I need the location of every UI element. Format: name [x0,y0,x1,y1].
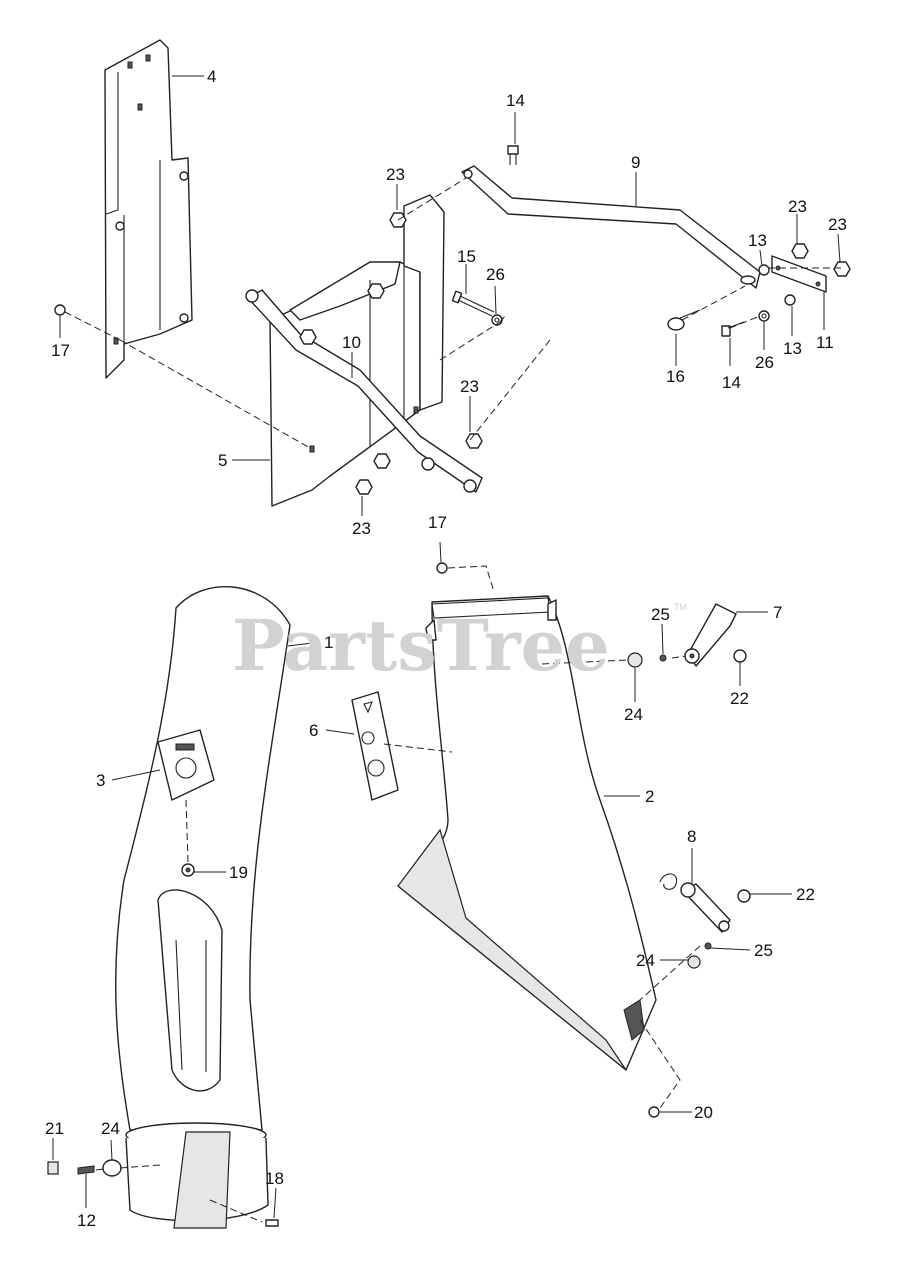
callout-26[interactable]: 26 [755,353,774,372]
callout-16[interactable]: 16 [666,367,685,386]
callout-13[interactable]: 13 [748,231,767,250]
callout-23[interactable]: 23 [828,215,847,234]
part-11-plate[interactable] [771,255,827,293]
part-12-pin[interactable] [77,1165,95,1175]
part-15-bolt[interactable] [451,290,495,317]
callout-2[interactable]: 2 [645,787,654,806]
part-24-washers-deflector[interactable] [627,652,701,969]
part-23-nuts-right[interactable] [791,243,851,277]
part-26-washer-lower[interactable] [758,310,770,322]
callout-17[interactable]: 17 [51,341,70,360]
watermark: PartsTree [232,604,610,687]
part-25-nuts[interactable] [659,654,712,950]
leader-lines [52,75,841,1219]
callout-6[interactable]: 6 [309,721,318,740]
part-20-screw[interactable] [648,1106,660,1118]
callout-23[interactable]: 23 [460,377,479,396]
callout-14[interactable]: 14 [722,373,741,392]
callout-21[interactable]: 21 [45,1119,64,1138]
callout-23[interactable]: 23 [788,197,807,216]
callout-8[interactable]: 8 [687,827,696,846]
callout-15[interactable]: 15 [457,247,476,266]
callout-19[interactable]: 19 [229,863,248,882]
callout-18[interactable]: 18 [265,1169,284,1188]
part-7-handle[interactable] [684,603,737,667]
callout-25[interactable]: 25 [651,605,670,624]
callout-22[interactable]: 22 [730,689,749,708]
part-3-control-box[interactable] [157,729,215,801]
part-14-bolt-upper[interactable] [507,145,519,165]
callout-25[interactable]: 25 [754,941,773,960]
callout-3[interactable]: 3 [96,771,105,790]
callout-11[interactable]: 11 [816,333,834,352]
part-18-screw[interactable] [265,1219,279,1227]
callout-24[interactable]: 24 [624,705,643,724]
part-4-plate[interactable] [104,39,193,379]
callout-1[interactable]: 1 [324,633,333,652]
part-22-knobs[interactable] [733,649,751,903]
part-16-carriage-bolt[interactable] [667,309,701,331]
part-21-cap[interactable] [47,1161,59,1175]
callout-26[interactable]: 26 [486,265,505,284]
callout-17[interactable]: 17 [428,513,447,532]
callout-10[interactable]: 10 [342,333,361,352]
callout-labels: 4 14 9 23 23 23 13 15 26 17 10 23 16 14 … [45,67,847,1230]
part-9-link[interactable] [461,165,761,289]
callout-9[interactable]: 9 [631,153,640,172]
callout-14[interactable]: 14 [506,91,525,110]
part-19-washer[interactable] [181,863,195,877]
callout-23[interactable]: 23 [386,165,405,184]
callout-24[interactable]: 24 [636,951,655,970]
part-17-screws[interactable] [54,304,448,574]
part-1-chute-tube[interactable] [115,586,291,1229]
watermark-trademark: TM [674,602,687,612]
callout-12[interactable]: 12 [77,1211,96,1230]
callout-23[interactable]: 23 [352,519,371,538]
assembly-lines [64,177,842,1223]
callout-22[interactable]: 22 [796,885,815,904]
callout-13[interactable]: 13 [783,339,802,358]
part-13-spacer[interactable] [758,264,796,306]
callout-7[interactable]: 7 [773,603,782,622]
part-6-decal[interactable] [351,691,399,801]
callout-24[interactable]: 24 [101,1119,120,1138]
part-5-bracket[interactable] [269,194,445,507]
callout-4[interactable]: 4 [207,67,216,86]
part-24-washer-tube[interactable] [102,1159,122,1177]
callout-5[interactable]: 5 [218,451,227,470]
part-2-deflector[interactable] [397,595,657,1071]
callout-20[interactable]: 20 [694,1103,713,1122]
part-8-handle[interactable] [659,873,731,933]
